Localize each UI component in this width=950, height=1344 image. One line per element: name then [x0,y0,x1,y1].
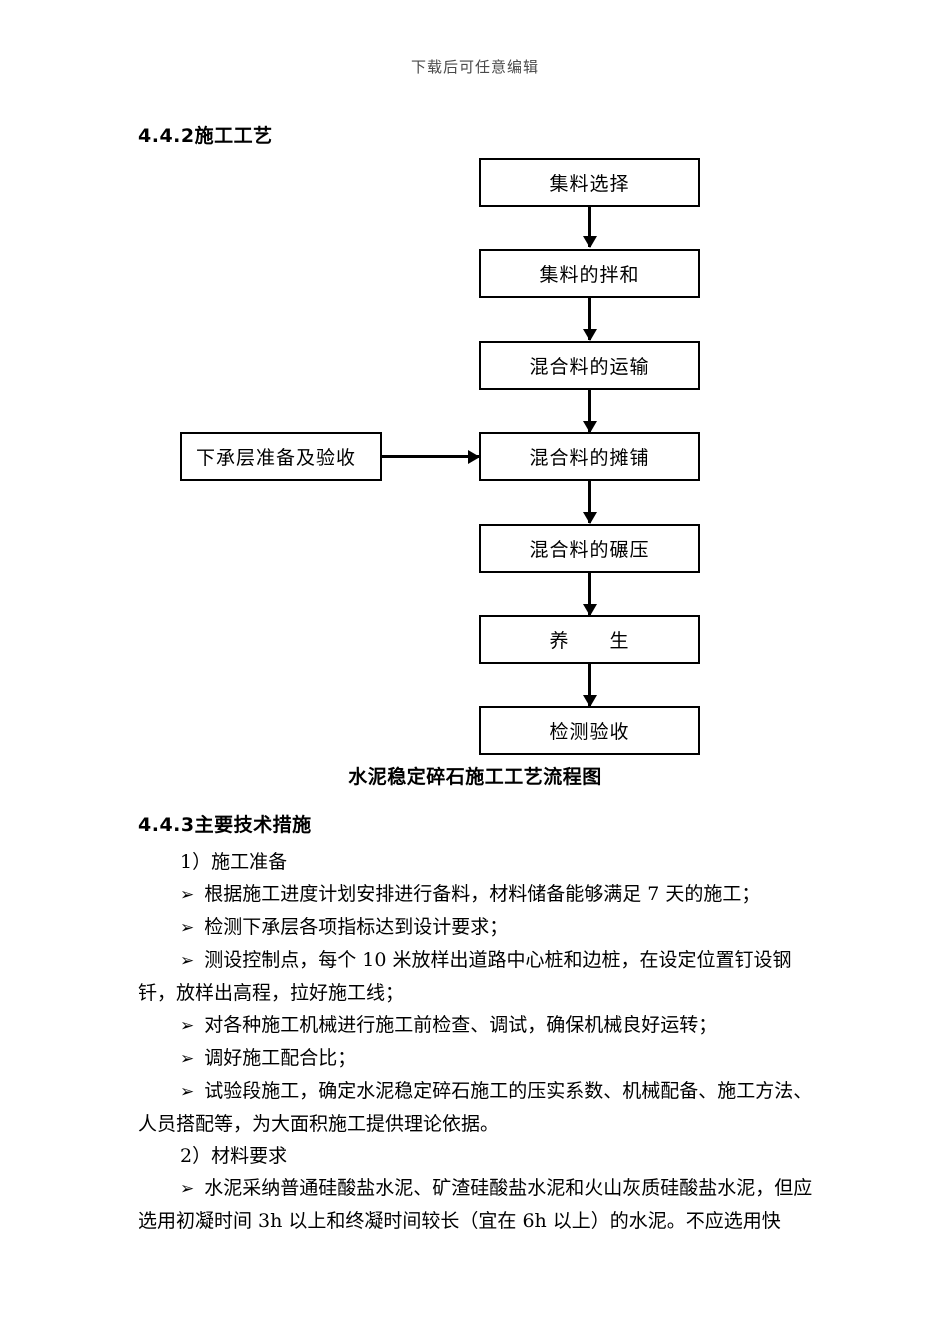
page-header-note: 下载后可任意编辑 [410,58,539,76]
bullet-marker-icon: ➢ [180,918,195,938]
bullet-text: 测设控制点，每个 10 米放样出道路中心桩和边桩，在设定位置钉设钢钎，放样出高程… [138,949,792,1004]
bullet-text: 根据施工进度计划安排进行备料，材料储备能够满足 7 天的施工； [204,883,761,905]
bullet-text: 水泥采纳普通硅酸盐水泥、矿渣硅酸盐水泥和火山灰质硅酸盐水泥，但应选用初凝时间 3… [138,1177,813,1232]
flow-box-subgrade-preparation: 下承层准备及验收 [180,432,382,481]
bullet-item: ➢ 调好施工配合比； [138,1042,828,1075]
bullet-item: ➢测设控制点，每个 10 米放样出道路中心桩和边桩，在设定位置钉设钢钎，放样出高… [138,944,828,1009]
bullet-item: ➢试验段施工，确定水泥稳定碎石施工的压实系数、机械配备、施工方法、人员搭配等，为… [138,1075,828,1140]
bullet-text: 试验段施工，确定水泥稳定碎石施工的压实系数、机械配备、施工方法、人员搭配等，为大… [138,1080,813,1135]
list-item-2-label: 2）材料要求 [180,1145,288,1167]
flow-arrow-2 [588,298,591,340]
flow-arrow-5 [588,573,591,615]
bullet-marker-icon: ➢ [180,1049,195,1069]
bullet-item: ➢ 检测下承层各项指标达到设计要求； [138,911,828,944]
flow-box-aggregate-selection: 集料选择 [479,158,700,207]
bullet-item: ➢水泥采纳普通硅酸盐水泥、矿渣硅酸盐水泥和火山灰质硅酸盐水泥，但应选用初凝时间 … [138,1172,828,1237]
flow-arrow-3 [588,390,591,432]
bullet-marker-icon: ➢ [180,951,195,971]
process-flowchart: 集料选择 集料的拌和 混合料的运输 混合料的摊铺 混合料的碾压 养 生 检测验收… [0,0,950,800]
bullet-item: ➢ 根据施工进度计划安排进行备料，材料储备能够满足 7 天的施工； [138,878,828,911]
body-text-block: 1）施工准备 ➢根据施工进度计划安排进行备料，材料储备能够满足 7 天的施工； … [138,846,828,1237]
flow-arrow-side [382,455,479,458]
flow-arrow-1 [588,207,591,247]
section-heading-442: 4.4.2施工工艺 [138,125,273,147]
flow-box-mixture-transport: 混合料的运输 [479,341,700,390]
flow-box-curing: 养 生 [479,615,700,664]
bullet-marker-icon: ➢ [180,1179,195,1199]
flow-box-mixture-rolling: 混合料的碾压 [479,524,700,573]
flow-box-mixture-paving: 混合料的摊铺 [479,432,700,481]
flowchart-caption: 水泥稳定碎石施工工艺流程图 [348,766,602,788]
flow-arrow-6 [588,664,591,706]
bullet-marker-icon: ➢ [180,885,195,905]
bullet-text: 检测下承层各项指标达到设计要求； [204,916,509,938]
flow-arrow-4 [588,481,591,523]
flow-box-inspection-acceptance: 检测验收 [479,706,700,755]
bullet-item: ➢ 对各种施工机械进行施工前检查、调试，确保机械良好运转； [138,1009,828,1042]
list-item-1-label: 1）施工准备 [180,851,288,873]
bullet-text: 调好施工配合比； [204,1047,357,1069]
bullet-marker-icon: ➢ [180,1016,195,1036]
bullet-marker-icon: ➢ [180,1082,195,1102]
section-heading-443: 4.4.3主要技术措施 [138,814,312,836]
bullet-text: 对各种施工机械进行施工前检查、调试，确保机械良好运转； [204,1014,718,1036]
flow-box-aggregate-mixing: 集料的拌和 [479,249,700,298]
